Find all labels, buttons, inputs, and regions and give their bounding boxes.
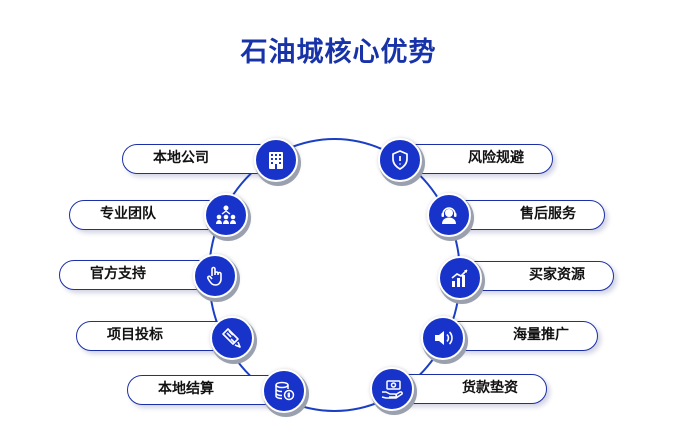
bid-document-icon	[210, 316, 254, 360]
cash-hand-icon	[370, 367, 414, 411]
advantage-project-bidding: 项目投标	[76, 321, 236, 351]
central-ring	[208, 138, 461, 412]
speaker-icon	[421, 316, 465, 360]
diagram-title: 石油城核心优势	[240, 37, 437, 68]
advantage-label: 本地结算	[158, 381, 214, 397]
shield-icon	[378, 138, 422, 182]
team-icon	[204, 193, 248, 237]
advantage-buyer-resources: 买家资源	[456, 261, 614, 291]
advantage-label: 专业团队	[100, 206, 156, 222]
advantage-label: 风险规避	[468, 150, 524, 166]
hand-pointer-icon	[193, 254, 237, 298]
building-icon	[254, 138, 298, 182]
advantage-mass-promotion: 海量推广	[440, 321, 598, 351]
coins-icon	[262, 369, 306, 413]
advantage-label: 项目投标	[107, 327, 163, 343]
headset-support-icon	[427, 193, 471, 237]
growth-chart-icon	[438, 256, 482, 300]
advantage-after-sales: 售后服务	[446, 200, 605, 230]
advantage-label: 官方支持	[90, 266, 146, 282]
advantage-label: 本地公司	[153, 150, 209, 166]
advantage-label: 售后服务	[520, 206, 576, 222]
advantage-payment-advance: 货款垫资	[391, 374, 547, 404]
advantage-label: 买家资源	[529, 267, 585, 283]
advantage-label: 货款垫资	[462, 380, 518, 396]
advantage-label: 海量推广	[513, 327, 569, 343]
